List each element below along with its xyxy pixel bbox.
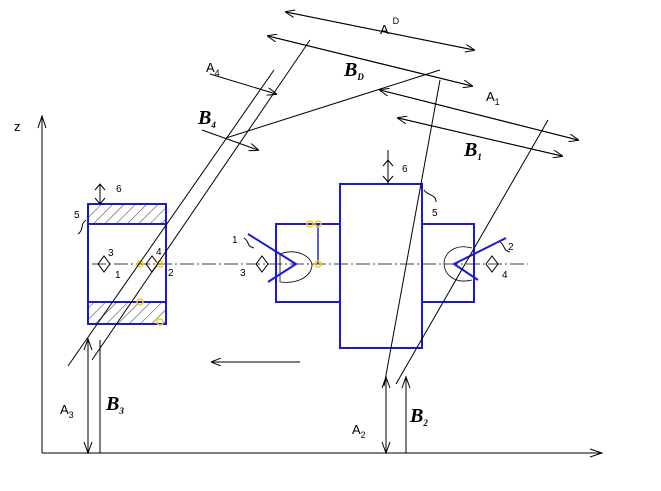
label-BD-sub: D (356, 72, 364, 82)
label-B1-letter: B (463, 139, 477, 161)
extension-line-a (67, 69, 275, 367)
label-B4-sub: 4 (210, 120, 216, 130)
dim-line-B1-back (398, 118, 563, 157)
label-B2: B2 (409, 405, 428, 428)
right-datum-marker-3 (314, 260, 322, 268)
axis-group: z (14, 114, 604, 458)
right-center-cone (452, 237, 507, 281)
left-locator-5-mark (77, 219, 87, 235)
label-B1-sub: 1 (477, 152, 482, 162)
dim-line-A4 (209, 73, 276, 94)
label-A1: A1 (486, 89, 500, 107)
x-axis-arrowhead (589, 448, 604, 458)
label-A4-letter: A (206, 60, 215, 75)
label-B3: B3 (105, 393, 124, 416)
right-datum-marker-1 (306, 220, 314, 228)
right-locator-6-symbol (382, 159, 394, 183)
left-part: 6 5 3 1 4 2 (74, 183, 174, 326)
dim-line-AD-back (286, 12, 475, 51)
z-axis-label: z (14, 119, 21, 134)
right-datum-marker-2 (314, 220, 322, 228)
right-part-right-step (421, 223, 475, 303)
label-A4: A4 (206, 60, 220, 78)
dim-line-A2-arrows (381, 375, 391, 455)
dim-line-BD-back (268, 36, 473, 87)
label-A2-sub: 2 (361, 430, 366, 440)
left-part-hatch-top (87, 203, 167, 225)
left-locator-6-symbol (94, 183, 106, 205)
dimension-labels: AD BD A4 B4 A1 B1 A3 B3 A2 B2 (60, 16, 500, 440)
left-datum-marker-3 (136, 298, 144, 306)
label-B2-letter: B (409, 405, 423, 427)
left-center-cone (247, 233, 298, 283)
left-point-1: 1 (115, 270, 121, 281)
dim-line-B2-arrow (401, 375, 411, 389)
extension-line-d (395, 119, 549, 385)
right-point-3: 3 (240, 268, 246, 279)
label-B2-sub: 2 (422, 418, 428, 428)
right-point-1: 1 (232, 235, 238, 246)
label-A1-sub: 1 (495, 97, 500, 107)
right-point-2: 2 (508, 242, 514, 253)
left-point-6: 6 (116, 184, 122, 195)
dim-line-A3-arrows (83, 337, 93, 455)
left-point-4: 4 (156, 247, 162, 258)
label-A1-letter: A (486, 89, 495, 104)
label-BD: BD (343, 59, 364, 82)
label-A3: A3 (60, 402, 74, 420)
right-part: 6 5 1 3 2 4 (232, 150, 514, 349)
dim-line-B4 (201, 129, 258, 150)
right-point-6: 6 (402, 164, 408, 175)
dim-line-A1-back (380, 90, 579, 141)
label-A2: A2 (352, 422, 366, 440)
label-A3-sub: 3 (69, 410, 74, 420)
label-B4: B4 (197, 107, 216, 130)
extension-line-c (383, 79, 441, 387)
right-center-hole (443, 246, 473, 282)
right-part-center-flange (339, 183, 423, 349)
right-locator-5-mark (423, 189, 437, 203)
extension-line-e (225, 69, 441, 139)
extension-line-b (91, 39, 311, 361)
right-locator-3-symbol (255, 255, 269, 273)
label-A4-sub: 4 (215, 68, 220, 78)
right-point-5: 5 (432, 208, 438, 219)
label-B3-sub: 3 (118, 406, 124, 416)
left-point-3: 3 (108, 248, 114, 259)
right-point-4: 4 (502, 270, 508, 281)
label-AD-sub: D (393, 16, 400, 26)
label-B3-letter: B (105, 393, 119, 415)
left-locator-3-symbol (97, 255, 111, 273)
z-axis-arrowhead (37, 114, 47, 129)
dimension-lines (83, 12, 579, 455)
left-datum-marker-4 (156, 318, 164, 326)
right-locator-4-symbol (485, 255, 499, 273)
left-datum-marker-1 (136, 260, 144, 268)
label-BD-letter: B (343, 59, 357, 81)
right-locator-1-mark (243, 237, 255, 249)
label-AD: AD (380, 16, 400, 37)
label-A3-letter: A (60, 402, 69, 417)
label-B4-letter: B (197, 107, 211, 129)
right-locator-2-mark (499, 241, 511, 253)
left-point-5: 5 (74, 210, 80, 221)
left-center-hole (279, 251, 313, 283)
label-B1: B1 (463, 139, 482, 162)
label-A2-letter: A (352, 422, 361, 437)
label-AD-letter: A (380, 22, 389, 37)
left-point-2: 2 (168, 268, 174, 279)
right-part-left-step (275, 223, 341, 303)
